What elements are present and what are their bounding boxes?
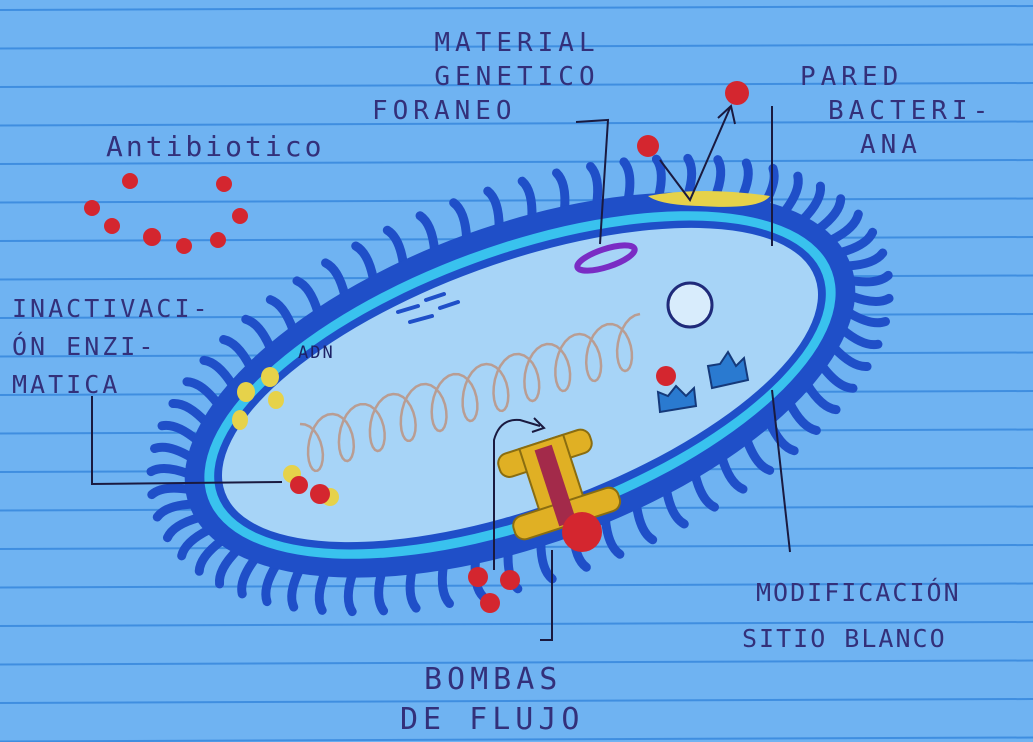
pilus bbox=[851, 296, 889, 302]
label-antibiotico: Antibiotico bbox=[106, 130, 324, 164]
label-line: MODIFICACIÓN bbox=[742, 570, 1032, 616]
label-pared-bacteriana: PARED BACTERI- ANA bbox=[800, 60, 1030, 162]
label-line: BACTERI- bbox=[800, 94, 1030, 128]
label-line: FORANEO bbox=[372, 94, 662, 128]
label-line: ÓN ENZI- bbox=[12, 328, 211, 366]
antibiotic-at-target bbox=[656, 366, 676, 386]
pilus bbox=[348, 574, 352, 612]
pilus bbox=[656, 159, 661, 197]
label-material-genetico-foraneo: MATERIAL GENETICO FORANEO bbox=[372, 26, 662, 128]
pilus bbox=[151, 468, 189, 474]
label-modificacion-sitio-blanco: MODIFICACIÓN SITIO BLANCO bbox=[742, 570, 1032, 662]
label-line: GENETICO bbox=[372, 60, 662, 94]
label-line: INACTIVACI- bbox=[12, 290, 211, 328]
label-line: MATERIAL bbox=[372, 26, 662, 60]
label-bombas-de-flujo: BOMBAS DE FLUJO bbox=[400, 660, 670, 740]
label-inactivacion-enzimatica: INACTIVACI- ÓN ENZI- MATICA bbox=[12, 290, 211, 404]
label-line: ANA bbox=[800, 128, 1030, 162]
label-line: BOMBAS bbox=[400, 660, 670, 700]
pilus bbox=[379, 573, 384, 611]
label-line: MATICA bbox=[12, 366, 211, 404]
label-line: SITIO BLANCO bbox=[742, 616, 1032, 662]
label-adn: ADN bbox=[298, 336, 335, 370]
pumped-antibiotic bbox=[562, 512, 602, 552]
label-line: DE FLUJO bbox=[400, 700, 670, 740]
vacuole-circle bbox=[668, 283, 712, 327]
pilus bbox=[319, 572, 325, 610]
label-line: PARED bbox=[800, 60, 1030, 94]
pilus bbox=[688, 158, 692, 196]
